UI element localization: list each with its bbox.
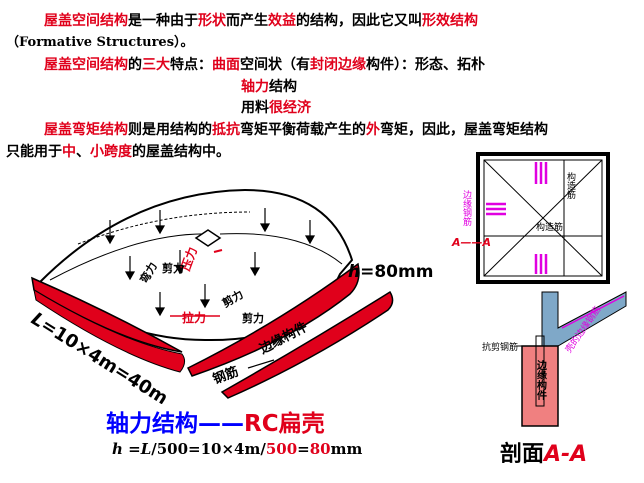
formula-unit: mm: [330, 440, 363, 458]
features-item-3: 用料很经济: [241, 99, 311, 117]
term-closed-edge: 封闭边缘: [310, 57, 366, 73]
term-economical: 很经济: [269, 100, 311, 116]
formula-eq2: =: [297, 440, 310, 458]
tension-label: 拉力: [182, 310, 206, 325]
section-caption-id: A-A: [544, 442, 588, 467]
text: 是一种由于: [128, 13, 198, 29]
text: 结构: [269, 79, 297, 95]
formula-h: h: [112, 440, 123, 458]
bending-line-1: 屋盖弯矩结构则是用结构的抵抗弯矩平衡荷载产生的外弯矩，因此，屋盖弯矩结构: [44, 121, 548, 139]
formula-L: L: [140, 440, 152, 458]
intro-line-1: 屋盖空间结构是一种由于形状而产生效益的结构，因此它又叫形效结构: [44, 12, 478, 30]
load-arrows: [104, 208, 316, 317]
term-small-span: 小跨度: [90, 144, 132, 160]
text: 构件）：形态、拓朴: [366, 57, 485, 73]
text: 、: [76, 144, 90, 160]
section-diagram: 构造筋 构造筋 边缘钢筋 A——A 抗剪钢筋 边缘构件 壳的边缘钢筋: [451, 152, 627, 427]
features-item-2: 轴力结构: [241, 78, 297, 96]
edge-member-front-right: [186, 262, 360, 377]
term-external: 外: [366, 122, 380, 138]
text: 则是用结构的: [128, 122, 212, 138]
term-shape: 形状: [198, 13, 226, 29]
edge-member-detached: [220, 290, 394, 399]
text: 空间状（有: [240, 57, 310, 73]
thickness-label: h=80mm: [348, 262, 433, 282]
shear-label-1: 剪力: [162, 261, 184, 275]
formula: h =L/500=10×4m/500=80mm: [112, 440, 362, 458]
bending-line-2: 只能用于中、小跨度的屋盖结构中。: [6, 143, 230, 161]
text: 用料: [241, 100, 269, 116]
formula-eq: =: [122, 440, 141, 458]
shear-label-3: 剪力: [242, 311, 264, 325]
text: 弯矩平衡荷载产生的: [240, 122, 366, 138]
shear-rebar-label: 抗剪钢筋: [482, 341, 518, 353]
section-caption-text: 剖面: [500, 442, 545, 467]
text: 而产生: [226, 13, 268, 29]
caption-rc-shell: RC扁壳: [244, 411, 325, 437]
edge-member-bottom: [33, 288, 186, 373]
term-formative: 形效结构: [422, 13, 478, 29]
text: 的屋盖结构中。: [132, 144, 230, 160]
edge-member-vertical-label: 边缘构件: [535, 359, 548, 401]
structural-rebar-label-v: 构造筋: [565, 171, 576, 200]
term-curved: 曲面: [212, 57, 240, 73]
caption-dash: ——: [198, 411, 244, 437]
term-spatial-roof: 屋盖空间结构: [44, 57, 128, 73]
shell-surface: [38, 188, 354, 342]
section-caption: 剖面A-A: [500, 436, 587, 468]
term-spatial-roof: 屋盖空间结构: [44, 13, 128, 29]
shell-caption: 轴力结构——RC扁壳: [106, 404, 325, 438]
formula-500: 500: [265, 440, 298, 458]
term-three: 三大: [142, 57, 170, 73]
term-benefit: 效益: [268, 13, 296, 29]
edge-rebar-label: 边缘钢筋: [461, 190, 472, 227]
features-line: 屋盖空间结构的三大特点：曲面空间状（有封闭边缘构件）：形态、拓朴: [44, 56, 485, 74]
formula-mid: /500=10×4m/: [151, 440, 266, 458]
formula-80: 80: [309, 440, 331, 458]
text: 的结构，因此它又叫: [296, 13, 422, 29]
term-axial: 轴力: [241, 79, 269, 95]
caption-axial: 轴力结构: [106, 411, 198, 437]
structural-rebar-label-h: 构造筋: [536, 221, 563, 233]
shell-diagram: 压力 拉力 弯力 剪力 剪力 剪力 h=80mm L=10×4m=40m 边缘构…: [27, 188, 433, 404]
beam-section-lower: [521, 345, 559, 427]
text: 特点：: [170, 57, 212, 73]
term-bending-roof: 屋盖弯矩结构: [44, 122, 128, 138]
section-mark: A——A: [451, 236, 491, 249]
text: 弯矩，因此，屋盖弯矩结构: [380, 122, 548, 138]
term-resist: 抵抗: [212, 122, 240, 138]
term-medium: 中: [62, 144, 76, 160]
text: 的: [128, 57, 142, 73]
intro-line-2: （Formative Structures）。: [6, 35, 194, 50]
center-node: [194, 229, 222, 247]
text: 只能用于: [6, 144, 62, 160]
